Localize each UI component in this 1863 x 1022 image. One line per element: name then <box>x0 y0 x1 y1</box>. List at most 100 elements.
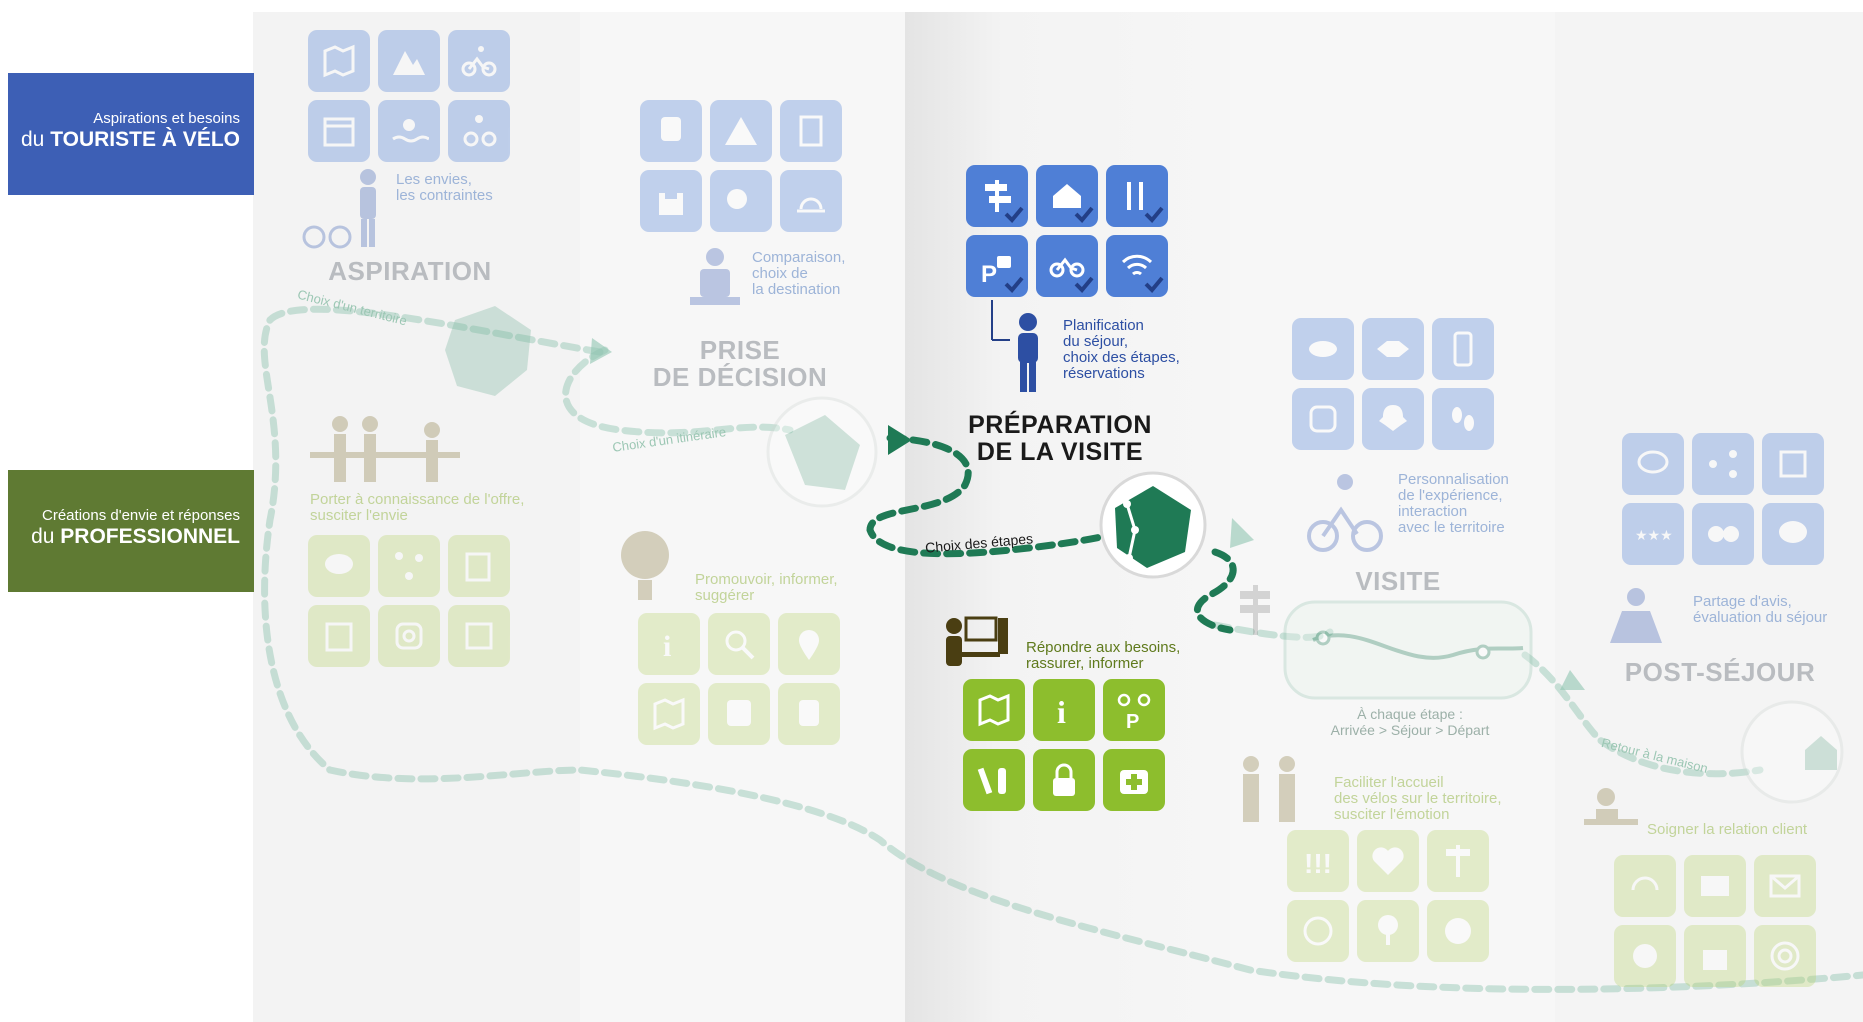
post-tourist-caption: Partage d'avis,évaluation du séjour <box>1693 593 1828 626</box>
tram-icon <box>778 683 840 745</box>
route-stages-icon <box>1283 600 1533 700</box>
signpost-check-icon <box>966 165 1028 227</box>
aspiration-tourist-icons <box>308 30 510 162</box>
itinerary-map-icon <box>1099 471 1207 579</box>
decision-pro-icons: i <box>638 613 840 745</box>
preparation-pro-icons: i P <box>963 679 1165 811</box>
calendar-icon <box>308 100 370 162</box>
tourist-label-line1: Aspirations et besoins <box>93 110 240 127</box>
tourist-person-icon <box>302 169 376 249</box>
mountain-icon <box>378 30 440 92</box>
secure-parking-check-icon: P <box>966 235 1028 297</box>
theater-icon <box>710 170 772 232</box>
visite-tourist-icons <box>1292 318 1494 450</box>
local-product-icon <box>1427 900 1489 962</box>
post-title: POST-SÉJOUR <box>1624 657 1816 687</box>
aspiration-pro-icons <box>308 535 510 667</box>
pro-label-line1: Créations d'envie et réponses <box>42 507 240 524</box>
svg-text:i: i <box>663 630 671 663</box>
headset-icon <box>1614 855 1676 917</box>
gallery-icon <box>1762 433 1824 495</box>
decision-pro-caption: Promouvoir, informer,suggérer <box>695 571 838 604</box>
clock-icon <box>1287 900 1349 962</box>
panel-visite <box>1230 12 1555 1022</box>
information-icon: i <box>1033 679 1095 741</box>
handshake-icon <box>1362 318 1424 380</box>
bike-rental-check-icon <box>1036 235 1098 297</box>
discussion-icon <box>1622 433 1684 495</box>
footprints-icon <box>1432 388 1494 450</box>
panel-post <box>1555 12 1863 1022</box>
tourist-planning-icon <box>991 300 1038 392</box>
train-icon <box>640 100 702 162</box>
svg-text:i: i <box>1057 694 1066 730</box>
camera-icon <box>1292 388 1354 450</box>
family-bike-icon <box>448 100 510 162</box>
smartphone-icon <box>1432 318 1494 380</box>
aspiration-pro-caption: Porter à connaissance de l'offre,suscite… <box>310 491 525 524</box>
pro-meeting-icon <box>310 416 460 482</box>
bus-icon <box>708 683 770 745</box>
pro-computer-icon <box>946 616 1008 666</box>
decision-tourist-icons <box>640 100 842 232</box>
share-icon <box>1692 433 1754 495</box>
map-icon <box>308 30 370 92</box>
restaurant-check-icon <box>1106 165 1168 227</box>
preparation-pro-caption: Répondre aux besoins,rassurer, informer <box>1026 639 1181 672</box>
svg-text:P: P <box>1126 711 1139 730</box>
tourist-review-icon <box>1610 588 1662 643</box>
exclamation-icon: !!! <box>1287 830 1349 892</box>
photo-icon <box>448 605 510 667</box>
guide-map-icon <box>963 679 1025 741</box>
castle-icon <box>640 170 702 232</box>
badge-icon <box>1614 925 1676 987</box>
tourist-laptop-icon <box>690 248 740 305</box>
sun-sea-icon <box>378 100 440 162</box>
edit-icon <box>448 535 510 597</box>
visite-title: VISITE <box>1355 566 1441 596</box>
post-pro-icons <box>1614 855 1816 987</box>
pro-welcome-icon <box>1243 756 1295 822</box>
aspiration-tourist-caption: Les envies,les contraintes <box>396 171 493 204</box>
region-map-icon <box>766 396 878 508</box>
tourist-label-line2: du TOURISTE À VÉLO <box>20 128 240 151</box>
info-icon: i <box>638 613 700 675</box>
mail-icon <box>1754 855 1816 917</box>
signpost-icon <box>1240 585 1270 635</box>
network-icon <box>378 535 440 597</box>
panel-decision <box>580 12 905 1022</box>
visite-pro-icons: !!! <box>1287 830 1489 962</box>
first-aid-icon <box>1103 749 1165 811</box>
pro-label-line2: du PROFESSIONNEL <box>31 525 240 548</box>
idea-lightbulb-icon <box>621 531 669 600</box>
padlock-icon <box>1033 749 1095 811</box>
preparation-tourist-icons: P <box>966 165 1168 297</box>
svg-text:★★★: ★★★ <box>1635 528 1673 544</box>
direction-sign-icon <box>1427 830 1489 892</box>
film-icon <box>308 605 370 667</box>
search-map-icon <box>708 613 770 675</box>
panel-aspiration <box>253 12 580 1022</box>
location-pin-icon <box>778 613 840 675</box>
heart-icon <box>1357 830 1419 892</box>
wifi-check-icon <box>1106 235 1168 297</box>
home-map-icon <box>1740 700 1844 804</box>
target-icon <box>1754 925 1816 987</box>
tent-icon <box>710 100 772 162</box>
tourist-label-box: Aspirations et besoins du TOURISTE À VÉL… <box>8 73 254 195</box>
pro-label-box: Créations d'envie et réponses du PROFESS… <box>8 470 254 592</box>
france-map-icon <box>445 306 531 396</box>
repair-tools-icon <box>963 749 1025 811</box>
post-tourist-icons: ★★★ <box>1622 433 1824 565</box>
bike-parking-icon: P <box>1103 679 1165 741</box>
instagram-icon <box>378 605 440 667</box>
gift-icon <box>1684 925 1746 987</box>
tourist-cyclist-icon <box>1307 474 1383 552</box>
contact-card-icon <box>1684 855 1746 917</box>
